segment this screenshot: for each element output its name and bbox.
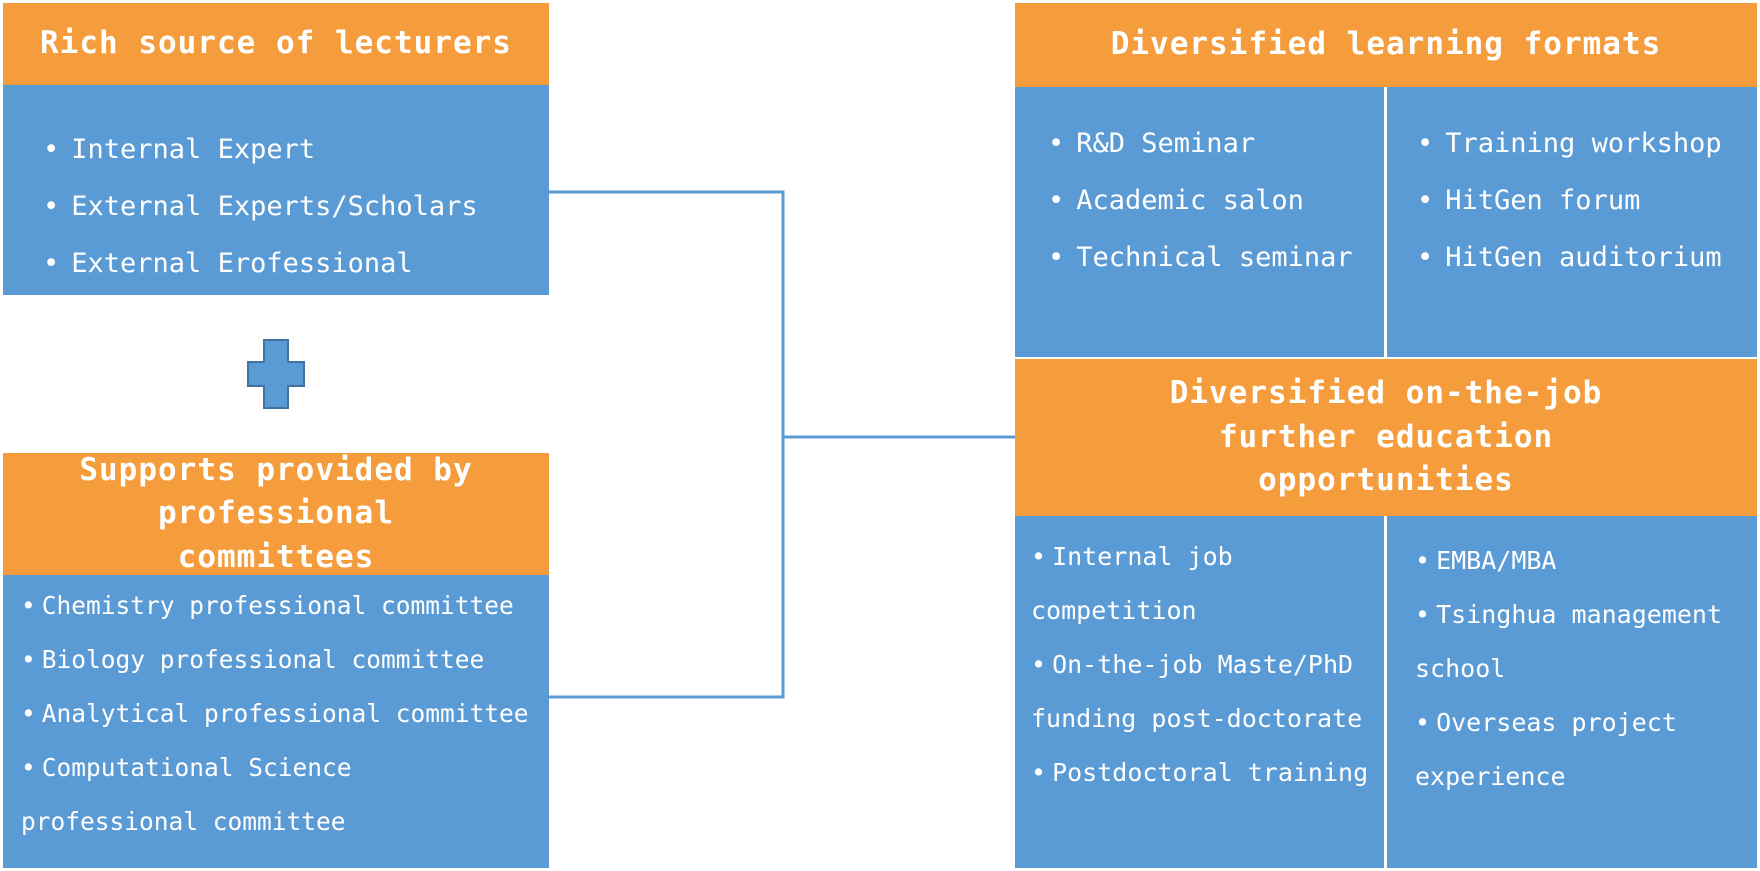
bullet-icon: • (43, 248, 60, 279)
bullet-icon: • (43, 191, 60, 222)
formats-body: •R&D Seminar •Academic salon •Technical … (1015, 87, 1757, 357)
education-item: •Overseas project experience (1415, 708, 1677, 791)
format-item: •R&D Seminar (1048, 128, 1256, 159)
bullet-icon: • (1031, 650, 1047, 679)
bullet-icon: • (1048, 185, 1065, 216)
education-item: •Internal job competition (1031, 542, 1233, 625)
bullet-icon: • (21, 699, 36, 728)
bullet-icon: • (1031, 542, 1047, 571)
format-item: •HitGen forum (1417, 185, 1641, 216)
education-item: •Postdoctoral training (1031, 758, 1369, 787)
lecturer-item: •External Experts/Scholars (43, 191, 478, 222)
bullet-icon: • (1048, 242, 1065, 273)
bullet-icon: • (1415, 600, 1431, 629)
bullet-icon: • (1415, 708, 1431, 737)
formats-left-list: •R&D Seminar •Academic salon •Technical … (1048, 115, 1353, 286)
education-item: •On-the-job Maste/PhD funding post-docto… (1031, 650, 1363, 733)
bullet-icon: • (43, 134, 60, 165)
connector-bracket (549, 190, 785, 699)
lecturer-item: •Internal Expert (43, 134, 316, 165)
education-body: •Internal job competition •On-the-job Ma… (1015, 516, 1757, 868)
education-right-list: •EMBA/MBA •Tsinghua management school •O… (1415, 534, 1751, 804)
education-left-list: •Internal job competition •On-the-job Ma… (1031, 530, 1371, 800)
formats-divider (1384, 87, 1387, 357)
bullet-icon: • (1048, 128, 1065, 159)
bullet-icon: • (1415, 546, 1431, 575)
bullet-icon: • (1417, 185, 1434, 216)
committees-title: Supports provided by professional commit… (3, 452, 549, 575)
format-item: •Training workshop (1417, 128, 1722, 159)
committee-item: •Computational Science professional comm… (21, 753, 352, 836)
lecturers-title: Rich source of lecturers (3, 3, 549, 85)
formats-right-list: •Training workshop •HitGen forum •HitGen… (1417, 115, 1722, 286)
committee-item: •Analytical professional committee (21, 699, 529, 728)
committees-body: •Chemistry professional committee •Biolo… (3, 575, 549, 868)
plus-icon (247, 339, 305, 409)
education-item: •EMBA/MBA (1415, 546, 1557, 575)
format-item: •Academic salon (1048, 185, 1304, 216)
education-title: Diversified on-the-job further education… (1015, 359, 1757, 516)
education-item: •Tsinghua management school (1415, 600, 1723, 683)
bullet-icon: • (21, 753, 36, 782)
committee-item: •Chemistry professional committee (21, 591, 514, 620)
committee-item: •Biology professional committee (21, 645, 485, 674)
bullet-icon: • (1417, 242, 1434, 273)
bullet-icon: • (21, 645, 36, 674)
lecturers-body: •Internal Expert •External Experts/Schol… (3, 85, 549, 295)
bullet-icon: • (21, 591, 36, 620)
bullet-icon: • (1417, 128, 1434, 159)
bullet-icon: • (1031, 758, 1047, 787)
lecturer-item: •External Erofessional (43, 248, 413, 279)
education-divider (1384, 516, 1387, 868)
format-item: •Technical seminar (1048, 242, 1353, 273)
format-item: •HitGen auditorium (1417, 242, 1722, 273)
formats-title: Diversified learning formats (1015, 3, 1757, 87)
